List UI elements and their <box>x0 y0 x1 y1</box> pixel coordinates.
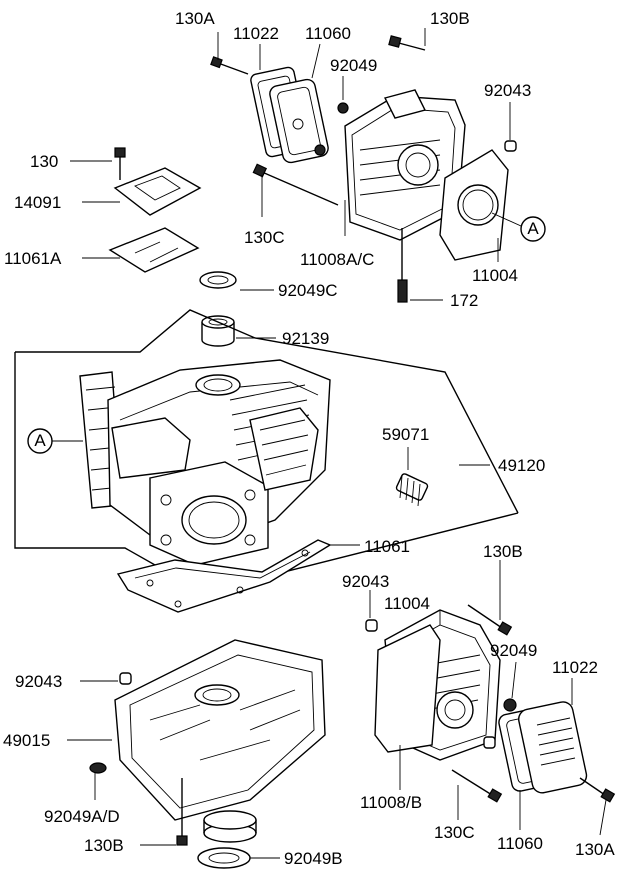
label-49120: 49120 <box>498 456 545 475</box>
label-11060-bottom: 11060 <box>497 834 543 853</box>
label-130a-top: 130A <box>175 9 215 28</box>
label-59071: 59071 <box>382 425 429 444</box>
label-11004-mid: 11004 <box>384 594 430 613</box>
label-172: 172 <box>450 291 478 310</box>
label-130c-bottom: 130C <box>434 823 475 842</box>
label-92049ad: 92049A/D <box>44 807 120 826</box>
label-11061a: 11061A <box>4 249 62 268</box>
label-11022-top: 11022 <box>233 24 279 43</box>
label-11004-top: 11004 <box>472 266 518 285</box>
label-92049-top: 92049 <box>330 56 377 75</box>
breather-cover-group <box>108 147 202 273</box>
label-130: 130 <box>30 152 58 171</box>
screw-130 <box>114 147 126 180</box>
breather-gasket-11061a <box>108 227 200 273</box>
bolt-130b-bottom <box>176 778 188 846</box>
oil-seal-92049c <box>199 271 237 289</box>
label-92043-mid: 92043 <box>342 572 389 591</box>
label-92049-mid: 92049 <box>490 641 537 660</box>
bolt-130b-mid <box>467 604 513 636</box>
cylinder-head-11008ac <box>344 89 466 241</box>
label-14091: 14091 <box>14 193 61 212</box>
label-130b-mid: 130B <box>483 542 523 561</box>
label-11022-mid: 11022 <box>552 658 598 677</box>
label-11008b: 11008/B <box>360 793 422 812</box>
head-gasket-11004-top <box>439 149 509 261</box>
bolt-130a-bottom <box>579 777 616 803</box>
dowel-92043-mid-b <box>483 736 496 749</box>
bushing-92139 <box>201 315 235 347</box>
cap-92049-mid <box>503 698 517 712</box>
label-11060-top: 11060 <box>305 24 351 43</box>
label-92139: 92139 <box>282 329 329 348</box>
cap-92049-top <box>337 102 349 114</box>
breather-cover-14091 <box>113 167 202 216</box>
label-92049c: 92049C <box>278 281 338 300</box>
dowel-92043-left <box>119 672 132 685</box>
leader-lines <box>67 28 607 859</box>
label-130b-bottom: 130B <box>84 836 124 855</box>
crankcase-cover-49015 <box>114 639 326 843</box>
part-labels: 130A 11022 11060 130B 92049 92043 130 14… <box>3 9 615 868</box>
head-gasket-11004-mid <box>374 624 441 753</box>
label-92049b: 92049B <box>284 849 343 868</box>
bolt-130c-bottom <box>451 769 503 803</box>
dowel-92043-mid <box>365 619 378 632</box>
callout-a-right-label: A <box>527 219 539 238</box>
bolt-130a-top <box>210 56 249 75</box>
label-92043-top: 92043 <box>484 81 531 100</box>
label-92043-left: 92043 <box>15 672 62 691</box>
callout-a-right: A <box>491 212 546 242</box>
label-11008ac: 11008A/C <box>300 250 374 269</box>
label-11061: 11061 <box>364 537 410 556</box>
cover-gasket-11060-top <box>269 78 329 164</box>
label-130b-top: 130B <box>430 9 470 28</box>
cap-92049-top-b <box>314 144 326 156</box>
label-130a-bottom: 130A <box>575 840 615 859</box>
seal-92049ad <box>89 762 107 774</box>
dowel-92043-top <box>504 140 517 152</box>
breather-59071 <box>395 473 429 507</box>
valve-cover-assembly-top <box>210 35 517 303</box>
oil-seal-92049b <box>197 847 251 869</box>
crankcase-49120 <box>14 309 519 579</box>
callout-a-left-label: A <box>34 431 46 450</box>
label-130c-top: 130C <box>244 228 285 247</box>
label-49015: 49015 <box>3 731 50 750</box>
stud-172 <box>397 228 408 303</box>
bolt-130c-top <box>252 163 339 206</box>
callout-a-left: A <box>27 428 83 454</box>
bolt-130b-top <box>388 35 426 51</box>
valve-cover-11022-bottom <box>518 701 588 794</box>
